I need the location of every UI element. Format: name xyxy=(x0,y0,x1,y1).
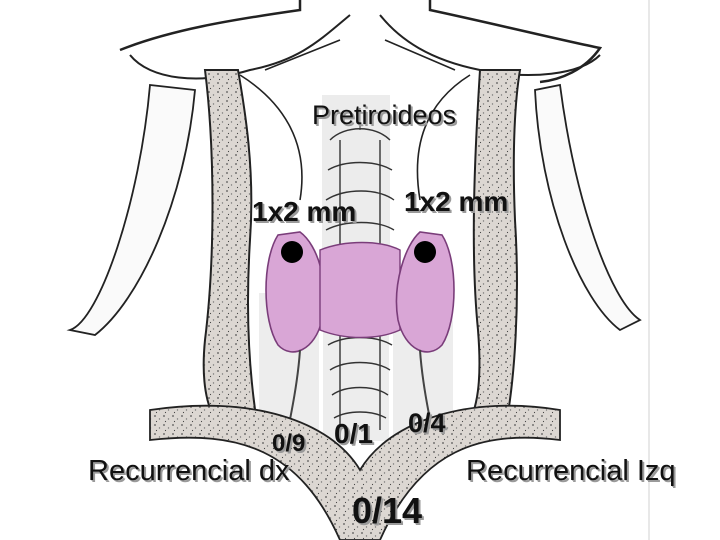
thyroid-left-lobe xyxy=(395,231,455,353)
hyoid-outline xyxy=(129,14,601,80)
mandible-outline xyxy=(119,0,603,84)
label-recurrencial-dx: Recurrencial dx xyxy=(88,455,290,487)
right-vessel xyxy=(463,69,522,431)
left-muscle xyxy=(66,84,196,336)
label-total: 0/14 xyxy=(352,490,423,531)
label-count-center: 0/1 xyxy=(334,418,373,449)
label-size-left: 1x2 mm xyxy=(404,186,509,217)
label-count-left-lower: 0/4 xyxy=(408,408,446,438)
lymph-node-right xyxy=(281,241,303,263)
label-recurrencial-izq: Recurrencial Izq xyxy=(466,455,676,487)
right-muscle xyxy=(534,83,642,332)
label-size-right: 1x2 mm xyxy=(252,196,357,227)
clavicle-band xyxy=(149,404,561,540)
left-vessel xyxy=(202,69,260,431)
lymph-node-left xyxy=(414,241,436,263)
label-pretiroideos: Pretiroideos xyxy=(312,100,457,130)
thyroid-isthmus xyxy=(319,241,401,339)
label-count-right-lower: 0/9 xyxy=(272,430,306,457)
slide-edge-line xyxy=(648,0,650,540)
strap-muscles xyxy=(239,39,471,201)
thyroid-right-lobe xyxy=(265,231,326,353)
